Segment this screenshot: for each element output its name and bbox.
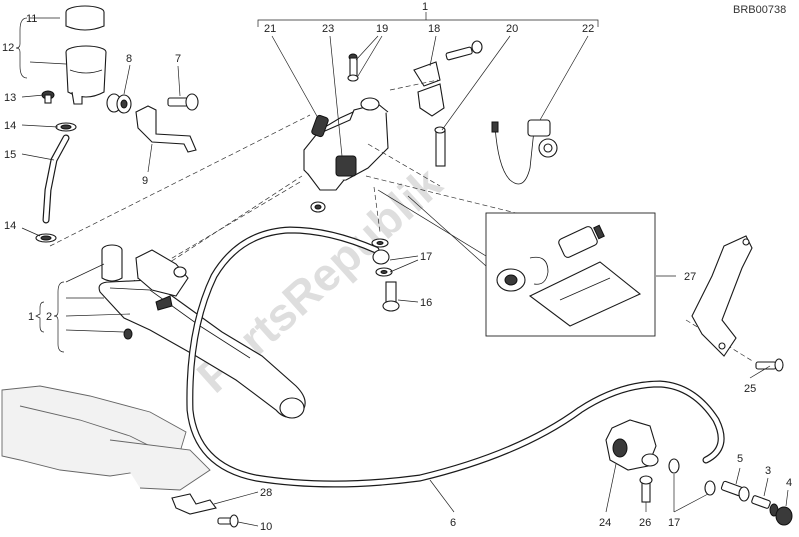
callout-17-bottom: 17	[668, 517, 680, 529]
callout-21: 21	[264, 23, 276, 35]
leader-dash-6	[389, 79, 439, 91]
reservoir-bracket	[135, 105, 197, 153]
callout-8: 8	[126, 53, 132, 65]
callout-6: 6	[450, 517, 456, 529]
clutch-lever	[98, 249, 306, 419]
callout-9: 9	[142, 175, 148, 187]
callout-1-lever: 1	[28, 311, 34, 323]
brace-1-2	[53, 281, 65, 353]
reservoir-cap	[65, 5, 105, 31]
callout-7: 7	[175, 53, 181, 65]
lever-bushing	[101, 244, 123, 282]
leader-dash-8	[685, 319, 755, 363]
callout-13: 13	[4, 92, 16, 104]
brace-12	[15, 17, 28, 79]
callout-2: 2	[46, 311, 52, 323]
clutch-switch	[491, 119, 558, 185]
washer-17-mid	[375, 267, 393, 277]
hose-clamp-top	[55, 122, 77, 132]
screw-13	[41, 90, 55, 104]
handlebar-clamp	[413, 40, 483, 117]
brace-2	[35, 301, 45, 333]
leader-dash-1	[49, 114, 311, 247]
banjo-fitting	[372, 249, 390, 265]
bolt-26	[639, 475, 653, 503]
callout-26: 26	[639, 517, 651, 529]
screw-10	[217, 514, 239, 528]
callout-3: 3	[765, 465, 771, 477]
hose-clip-28	[171, 493, 217, 515]
callout-24: 24	[599, 517, 611, 529]
banjo-bolt-5	[720, 480, 750, 502]
fluid-reservoir	[65, 45, 107, 105]
grommet	[106, 93, 132, 114]
leader-dash-7	[367, 143, 441, 187]
banjo-bolt-16	[382, 281, 400, 312]
bracket-assembly-1	[257, 12, 599, 27]
callout-1: 1	[422, 1, 428, 13]
dust-boot	[311, 114, 329, 138]
callout-16: 16	[420, 297, 432, 309]
callout-19: 19	[376, 23, 388, 35]
callout-15: 15	[4, 149, 16, 161]
pivot-pin	[434, 126, 446, 167]
callout-28: 28	[260, 487, 272, 499]
washer-17-top	[371, 238, 389, 248]
callout-11: 11	[26, 13, 37, 25]
reservoir-hose	[42, 134, 70, 224]
slave-cylinder	[605, 419, 659, 471]
callout-12: 12	[2, 42, 14, 54]
callout-18: 18	[428, 23, 440, 35]
bolt-7	[167, 93, 199, 111]
clutch-hose	[186, 226, 725, 488]
callout-14-bottom: 14	[4, 220, 16, 232]
callout-5: 5	[737, 453, 743, 465]
drawing-code: BRB00738	[733, 4, 786, 16]
callout-10: 10	[260, 521, 272, 533]
repair-kit-box	[377, 189, 656, 337]
bolt-25	[755, 358, 784, 372]
callout-4: 4	[786, 477, 792, 489]
washer-17-bottom	[668, 458, 716, 496]
callout-20: 20	[506, 23, 518, 35]
frame-section	[1, 385, 211, 491]
callout-25: 25	[744, 383, 756, 395]
callout-27: 27	[684, 271, 696, 283]
callout-14-top: 14	[4, 120, 16, 132]
mounting-bracket	[691, 235, 753, 357]
hose-clamp-bottom	[35, 233, 57, 243]
callout-22: 22	[582, 23, 594, 35]
callout-leaders	[21, 17, 789, 527]
bleed-cap	[775, 506, 793, 526]
leader-dash-5	[365, 175, 521, 215]
callout-23: 23	[322, 23, 334, 35]
callout-17-top: 17	[420, 251, 432, 263]
bleed-screw	[347, 53, 359, 82]
master-cylinder	[303, 97, 389, 213]
bleed-valve	[751, 495, 779, 517]
